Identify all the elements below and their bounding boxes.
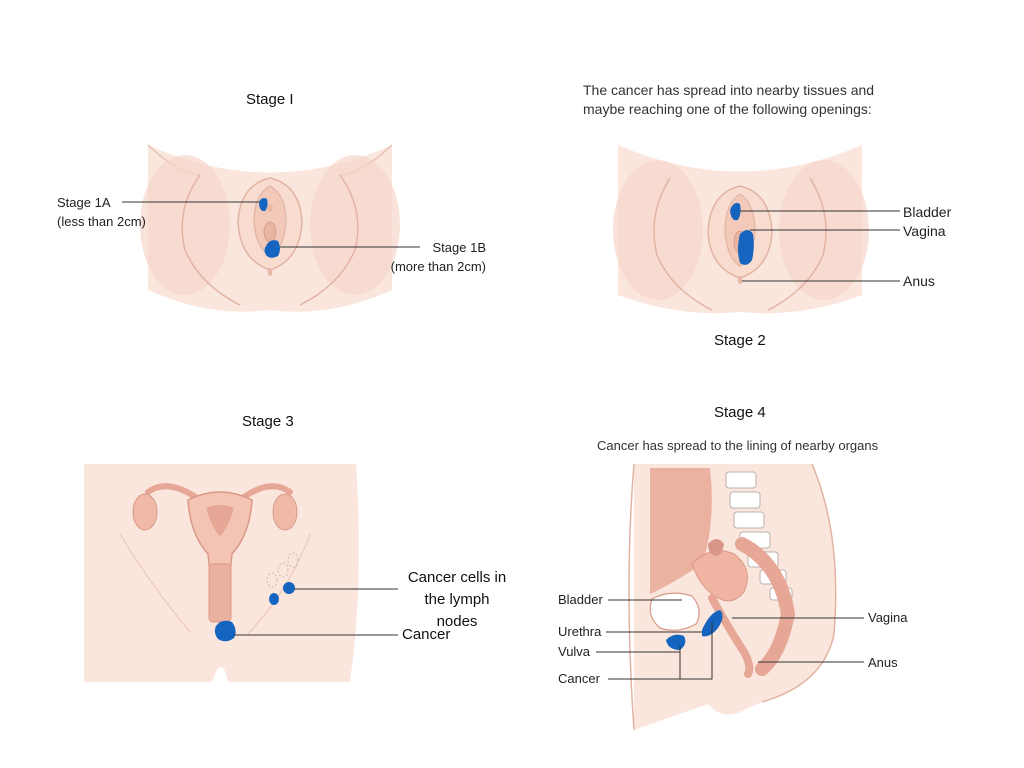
stage-4-panel: Stage 4 Cancer has spread to the lining … [512, 384, 1024, 768]
stage-1b-tumor [264, 240, 280, 258]
stage-1b-size-text: (more than 2cm) [390, 259, 486, 274]
stage-1-panel: Stage I Stage 1A (less than 2cm) Stage 1… [0, 0, 512, 384]
stage-4-cancer-leader [608, 622, 713, 680]
stage-4-title: Stage 4 [714, 404, 766, 421]
stage-2-vagina-label: Vagina [903, 223, 946, 239]
stage-2-title: Stage 2 [714, 332, 766, 349]
stage-2-anus-label: Anus [903, 273, 935, 289]
stage-3-lymph-label-line-2: the lymph nodes [424, 591, 490, 630]
stage-4-cancer-label: Cancer [558, 671, 600, 686]
stage-2-panel: The cancer has spread into nearby tissue… [512, 0, 1024, 384]
stage-2-note-line-2: maybe reaching one of the following open… [583, 101, 872, 117]
stage-2-note-line-1: The cancer has spread into nearby tissue… [583, 82, 875, 98]
stage-4-bladder-label: Bladder [558, 592, 603, 607]
stage-3-lymph-tumor-1 [269, 593, 279, 605]
stage-3-title: Stage 3 [242, 413, 294, 430]
stage-2-note: The cancer has spread into nearby tissue… [583, 81, 874, 119]
stage-2-bladder-tumor [730, 202, 741, 221]
stage-2-bladder-label: Bladder [903, 204, 952, 220]
stage-1a-size-text: (less than 2cm) [57, 214, 146, 229]
stage-3-pelvis-illustration [84, 464, 398, 682]
stage-3-lymph-tumor-2 [283, 582, 295, 594]
stage-4-vagina-label: Vagina [868, 610, 908, 625]
stage-3-panel: Stage 3 Cancer cells in the lymph nodes … [0, 384, 512, 768]
stage-4-urethra-label: Urethra [558, 624, 602, 639]
stage-3-cancer-label: Cancer [402, 626, 451, 643]
stage-2-vagina-tumor [738, 230, 754, 265]
stage-3-primary-tumor [214, 620, 236, 642]
stage-4-note: Cancer has spread to the lining of nearb… [597, 438, 879, 453]
stage-2-vulva-illustration [613, 145, 900, 314]
stage-4-anus-label: Anus [868, 655, 898, 670]
stage-1-title: Stage I [246, 91, 294, 108]
stage-1a-tumor [259, 198, 268, 212]
stage-4-sagittal-illustration [596, 463, 864, 731]
stage-1b-label: Stage 1B (more than 2cm) [372, 238, 486, 276]
stage-3-lymph-label: Cancer cells in the lymph nodes [402, 567, 512, 633]
stage-1b-label-text: Stage 1B [432, 240, 487, 255]
stage-3-lymph-label-line-1: Cancer cells in [407, 569, 507, 586]
stage-1a-label-text: Stage 1A [57, 195, 111, 210]
stage-1a-label: Stage 1A (less than 2cm) [57, 193, 146, 231]
stage-1-vulva-illustration [122, 144, 420, 312]
stage-4-vulva-label: Vulva [558, 644, 591, 659]
